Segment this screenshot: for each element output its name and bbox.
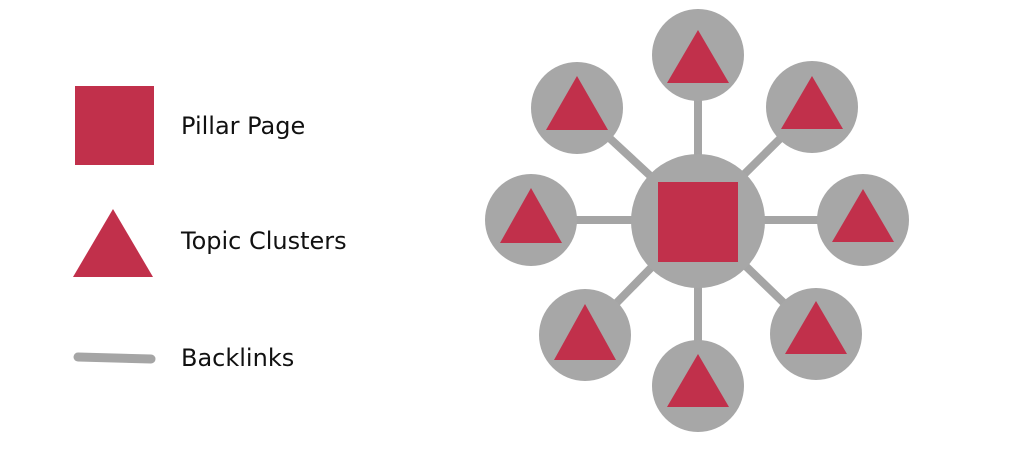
- legend-line-icon: [73, 352, 156, 364]
- cluster-node-top: [652, 9, 744, 101]
- cluster-triangle-icon: [667, 30, 729, 83]
- legend-label-backlinks: Backlinks: [181, 344, 295, 372]
- cluster-triangle-icon: [667, 354, 729, 407]
- legend: [73, 86, 156, 364]
- cluster-triangle-icon: [554, 304, 616, 360]
- cluster-triangle-icon: [546, 76, 608, 130]
- legend-label-topic-clusters: Topic Clusters: [181, 227, 347, 255]
- legend-label-pillar-page: Pillar Page: [181, 112, 306, 140]
- cluster-triangle-icon: [785, 301, 847, 354]
- cluster-node-bottom-left: [539, 289, 631, 381]
- cluster-triangle-icon: [781, 76, 843, 129]
- cluster-triangle-icon: [832, 189, 894, 242]
- cluster-node-bottom: [652, 340, 744, 432]
- pillar-node: [631, 154, 765, 288]
- legend-triangle-icon: [73, 209, 153, 277]
- cluster-node-left: [485, 174, 577, 266]
- cluster-node-top-right: [766, 61, 858, 153]
- cluster-node-right: [817, 174, 909, 266]
- pillar-square-icon: [658, 182, 738, 262]
- legend-square-icon: [75, 86, 154, 165]
- cluster-triangle-icon: [500, 188, 562, 243]
- cluster-node-top-left: [531, 62, 623, 154]
- cluster-node-bottom-right: [770, 288, 862, 380]
